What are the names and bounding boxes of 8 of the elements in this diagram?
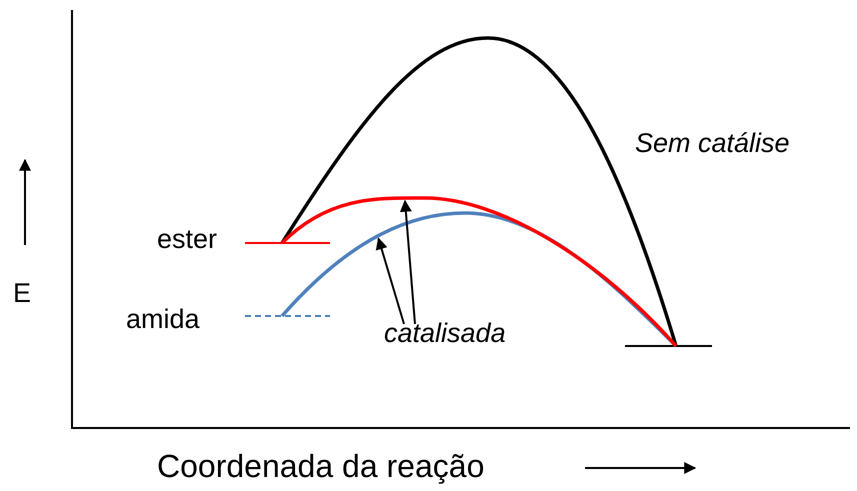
curve-label: Sem catálise bbox=[635, 130, 790, 157]
state-label: amida bbox=[126, 306, 200, 333]
curve-label: catalisada bbox=[384, 320, 506, 347]
axis-label: Coordenada da reação bbox=[157, 450, 484, 482]
axis-label: E bbox=[13, 280, 32, 307]
leader-arrow bbox=[400, 200, 416, 324]
state-label: ester bbox=[157, 226, 218, 253]
leader-arrow bbox=[376, 237, 405, 324]
